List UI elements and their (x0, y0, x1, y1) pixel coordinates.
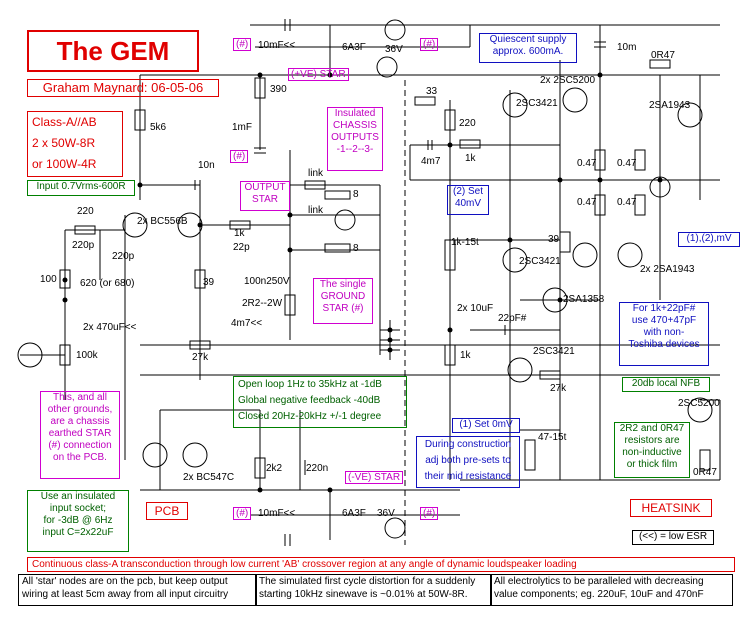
resistor-27k-b-label: 27k (550, 383, 567, 394)
cap-220p-a-label: 220p (72, 240, 95, 251)
cap-4m7-label: 4m7 (421, 156, 441, 167)
resistor-39-a-label: 39 (203, 277, 215, 288)
grounds-note: This, and all other grounds, are a chass… (40, 391, 120, 479)
transistor-2sc3421-c-label: 2SC3421 (533, 346, 575, 357)
transistor-2sc5200-a-label: 2x 2SC5200 (540, 75, 596, 86)
low-esr-note: (<<) = low ESR (632, 530, 714, 545)
quiescent-note: Quiescent supply approx. 600mA. (479, 33, 577, 63)
resistor-1k-b-label: 1k (234, 228, 245, 239)
cap-10m-label: 10m (617, 42, 637, 53)
local-nfb-note: 20db local NFB (622, 377, 710, 392)
toshiba-note: For 1k+22pF# use 470+47pF with non- Tosh… (619, 302, 709, 366)
resistor-0.47-d-label: 0.47 (617, 197, 637, 208)
resistor-27k-a-label: 27k (192, 352, 209, 363)
hash-tag-mid: (#) (230, 150, 249, 163)
insulated-outputs: Insulated CHASSIS OUTPUTS -1--2--3- (327, 107, 383, 171)
title: The GEM (27, 30, 199, 72)
cap-10n-label: 10n (198, 160, 215, 171)
hash-tag-bottom-right: (#) (420, 507, 439, 520)
resistor-100k-label: 100k (76, 350, 98, 361)
set-40mv-note: (2) Set 40mV (447, 185, 489, 215)
neg-star-label: (-VE) STAR (345, 471, 404, 484)
transistor-2sa1943-a-label: 2SA1943 (649, 100, 691, 111)
footer-note-3: All electrolytics to be paralleled with … (490, 574, 733, 606)
transistor-2sc3421-a-label: 2SC3421 (516, 98, 558, 109)
fuse-top-label: 6A3F (342, 42, 366, 53)
resistor-390-label: 390 (270, 84, 287, 95)
cap-100n250v-label: 100n250V (244, 276, 290, 287)
transistor-2sc5200-b-label: 2SC5200 (678, 398, 720, 409)
cap-10mf-bottom-label: 10mF<< (258, 508, 296, 519)
pos-star-label: (+VE) STAR (288, 68, 349, 81)
cap-2x10uf-label: 2x 10uF (457, 303, 494, 314)
hash-tag-bottom-left: (#) (233, 507, 252, 520)
resistor-5k6-label: 5k6 (150, 122, 167, 133)
hash-tag-top-right: (#) (420, 38, 439, 51)
pcb-label: PCB (146, 502, 188, 520)
output-star: OUTPUT STAR (240, 181, 290, 211)
transistor-bc556b-label: 2x BC556B (137, 216, 188, 227)
cap-220n-label: 220n (306, 463, 329, 474)
footer-note-1: All 'star' nodes are on the pcb, but kee… (18, 574, 257, 606)
voltmeter-bottom-label: 36V (377, 508, 395, 519)
fuse-bottom-label: 6A3F (342, 508, 366, 519)
transistor-2sa1943-b-label: 2x 2SA1943 (640, 264, 695, 275)
heatsink-label: HEATSINK (630, 499, 712, 517)
resistor-220-input-label: 220 (77, 206, 94, 217)
resistor-220-label: 220 (459, 118, 476, 129)
resistor-1k-c-label: 1k (460, 350, 471, 361)
resistor-0.47-c-label: 0.47 (577, 197, 597, 208)
cap-220p-b-label: 220p (112, 251, 135, 262)
resistor-0r47-b-label: 0R47 (693, 467, 717, 478)
resistor-note: 2R2 and 0R47 resistors are non-inductive… (614, 422, 690, 478)
resistor-8-b-label: 8 (353, 243, 359, 254)
resistor-33-label: 33 (426, 86, 438, 97)
construction-note: During construction adj both pre-sets to… (416, 436, 520, 488)
link-b-label: link (308, 205, 324, 216)
cap-22pf-label: 22pF# (498, 313, 527, 324)
transistor-bc547c-label: 2x BC547C (183, 472, 235, 483)
resistor-0r47-a-label: 0R47 (651, 50, 675, 61)
resistor-2k2-label: 2k2 (266, 463, 283, 474)
resistor-39-b-label: 39 (548, 234, 560, 245)
resistor-100-label: 100 (40, 274, 57, 285)
cap-10mf-top-label: 10mF<< (258, 40, 296, 51)
voltmeter-top-label: 36V (385, 44, 403, 55)
resistor-1k-15t-label: 1k-15t (451, 237, 479, 248)
single-ground-star: The single GROUND STAR (#) (313, 278, 373, 324)
resistor-8-a-label: 8 (353, 189, 359, 200)
transistor-2sa1358-label: 2SA1358 (563, 294, 605, 305)
open-loop-note: Open loop 1Hz to 35kHz at -1dB Global ne… (233, 376, 407, 428)
cap-22p-label: 22p (233, 242, 250, 253)
meter-tag: (1),(2),mV (678, 232, 740, 247)
resistor-0.47-b-label: 0.47 (617, 158, 637, 169)
author-line: Graham Maynard: 06-05-06 (27, 79, 219, 97)
resistor-1k-a-label: 1k (465, 153, 476, 164)
resistor-47-15t-label: 47-15t (538, 432, 567, 443)
class-box: Class-A//AB 2 x 50W-8R or 100W-4R (27, 111, 123, 177)
footer-note-2: The simulated first cycle distortion for… (255, 574, 492, 606)
resistor-0.47-a-label: 0.47 (577, 158, 597, 169)
cap-2x470uf-label: 2x 470uF<< (83, 322, 137, 333)
banner: Continuous class-A transconduction throu… (27, 557, 735, 572)
hash-tag-top-left: (#) (233, 38, 252, 51)
input-socket-note: Use an insulated input socket; for -3dB … (27, 490, 129, 552)
resistor-2r2-label: 2R2--2W (242, 298, 283, 309)
set-0mv-note: (1) Set 0mV (452, 418, 520, 433)
input-spec: Input 0.7Vrms-600R (27, 180, 135, 196)
transistor-2sc3421-b-label: 2SC3421 (519, 256, 561, 267)
cap-1mf-label: 1mF (232, 122, 252, 133)
link-a-label: link (308, 168, 324, 179)
cap-4m7-b-label: 4m7<< (231, 318, 263, 329)
resistor-620-label: 620 (or 680) (80, 278, 135, 289)
